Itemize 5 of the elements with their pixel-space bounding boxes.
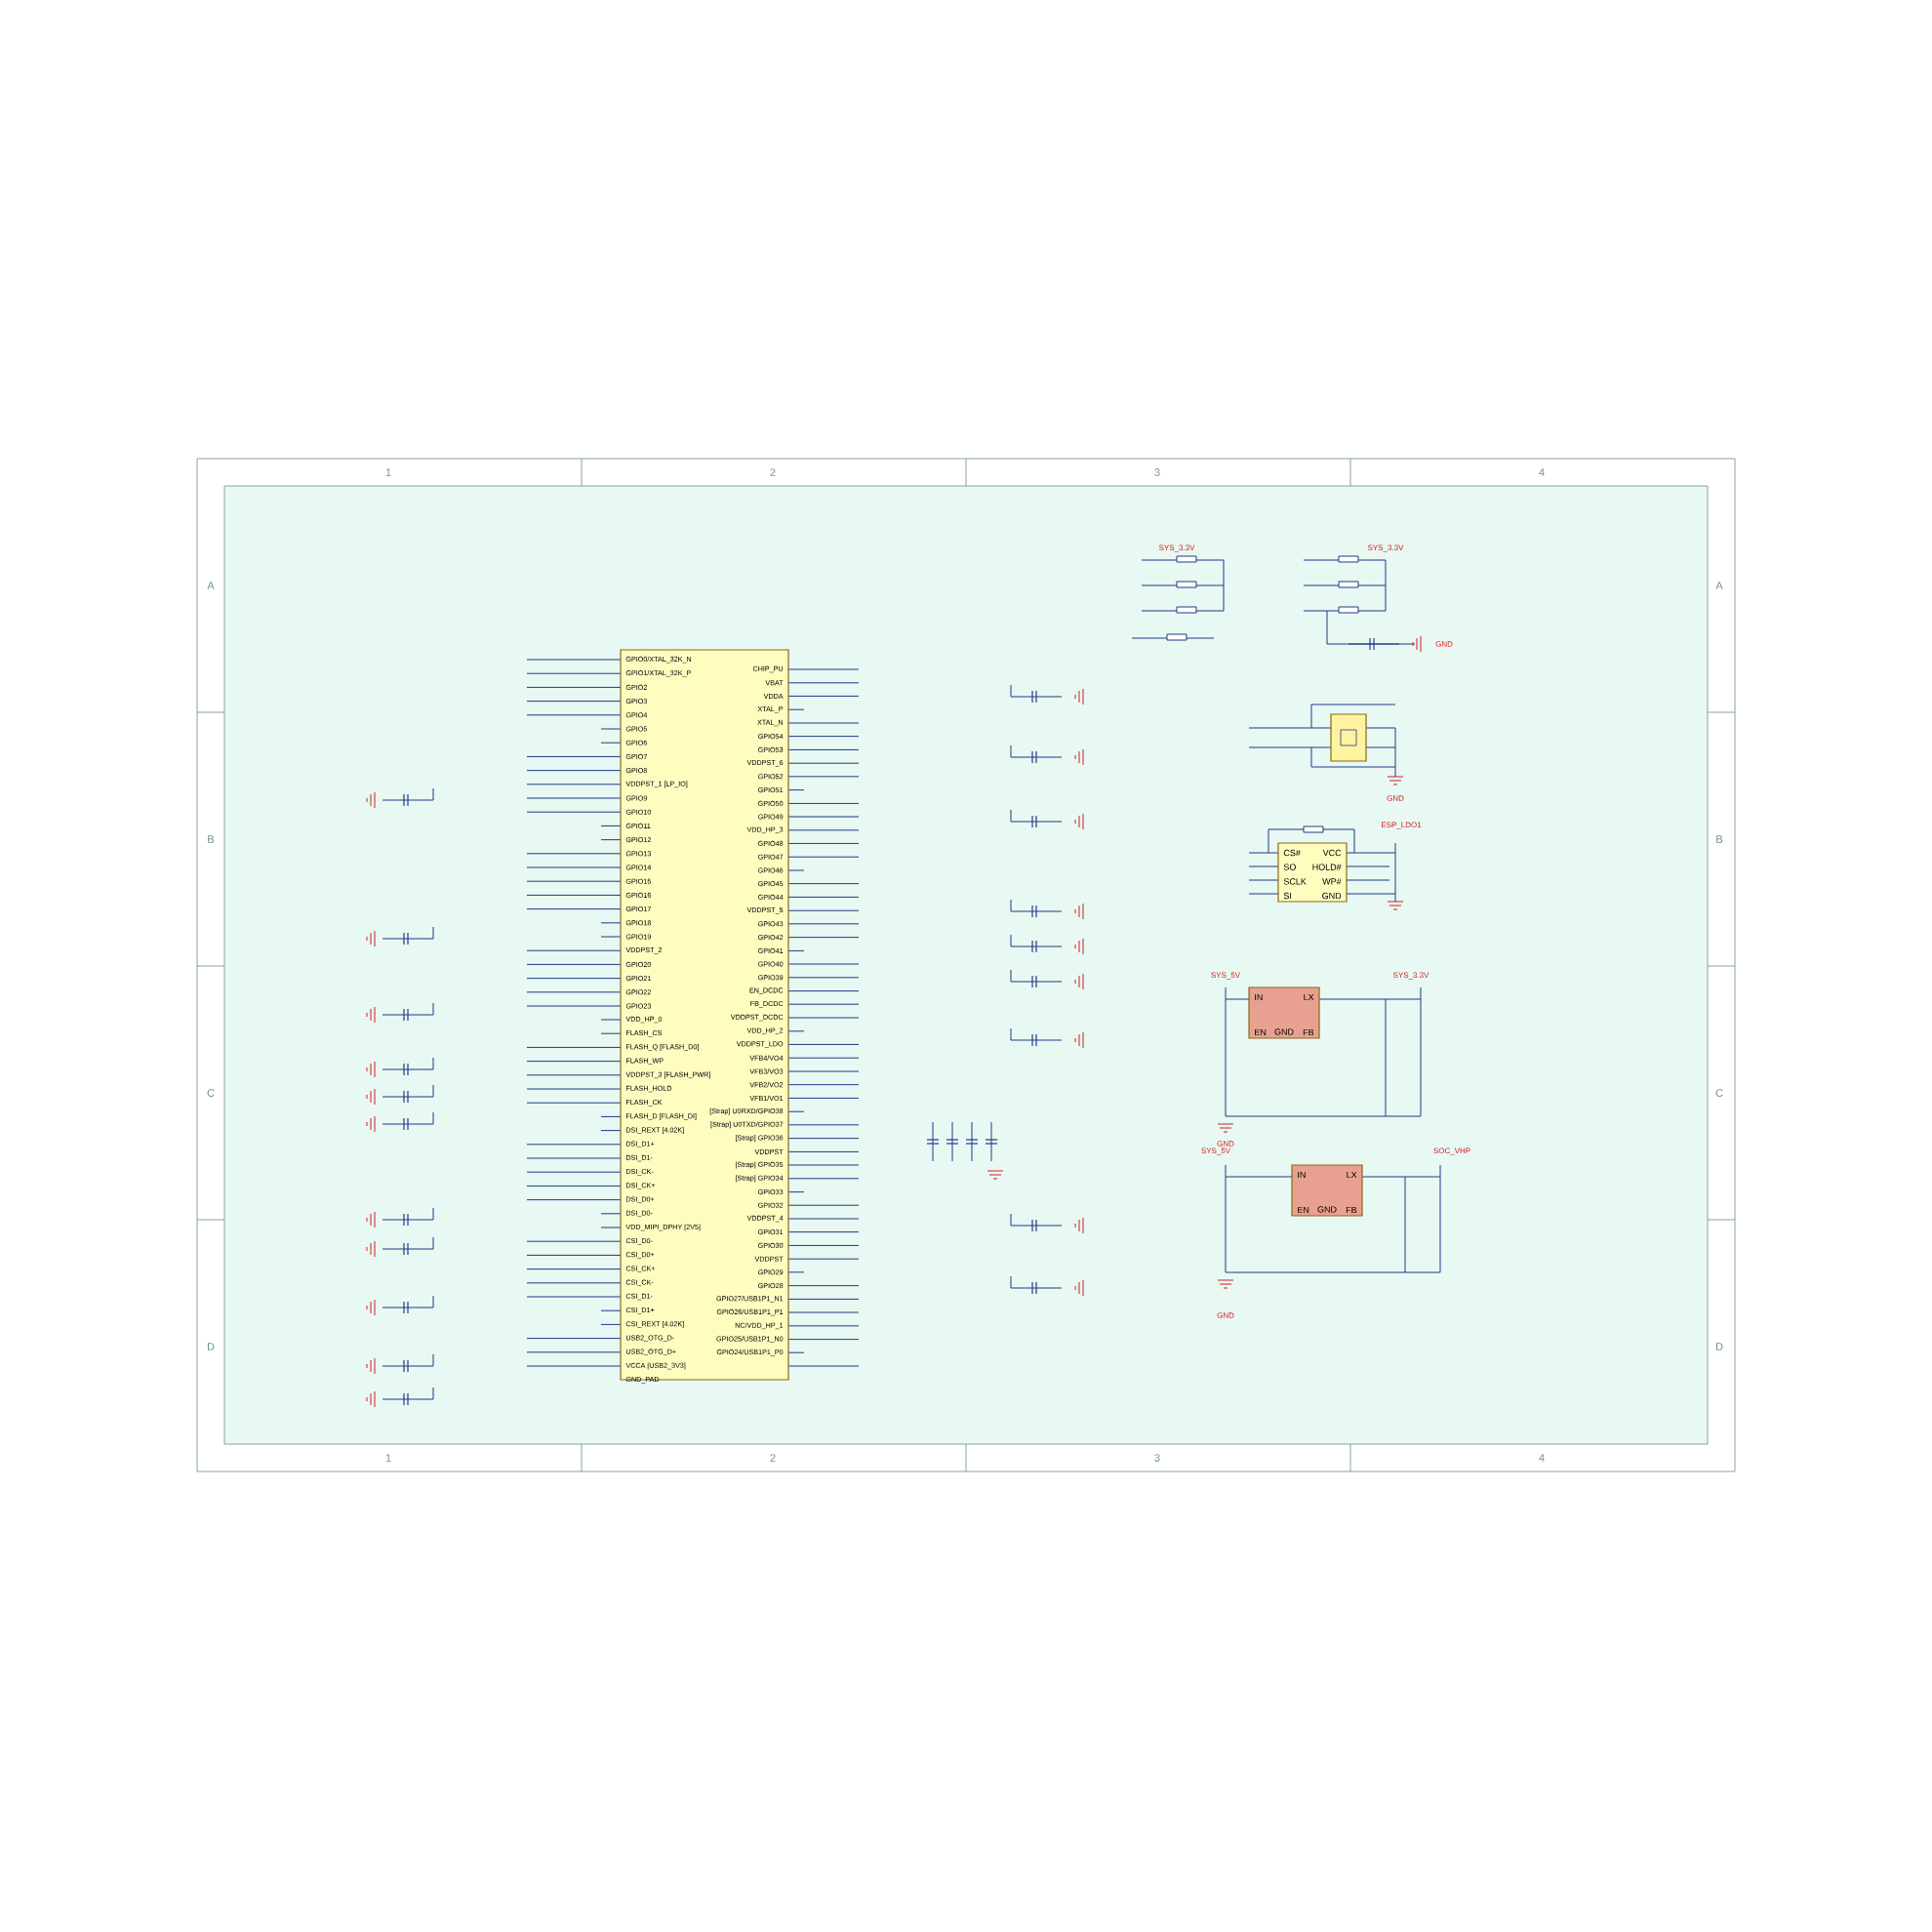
crystal bbox=[1330, 713, 1367, 762]
ic-chip bbox=[620, 649, 789, 1384]
regulator-chip bbox=[1291, 1164, 1363, 1217]
regulator-chip bbox=[1248, 986, 1320, 1039]
flash-chip bbox=[1277, 842, 1348, 903]
